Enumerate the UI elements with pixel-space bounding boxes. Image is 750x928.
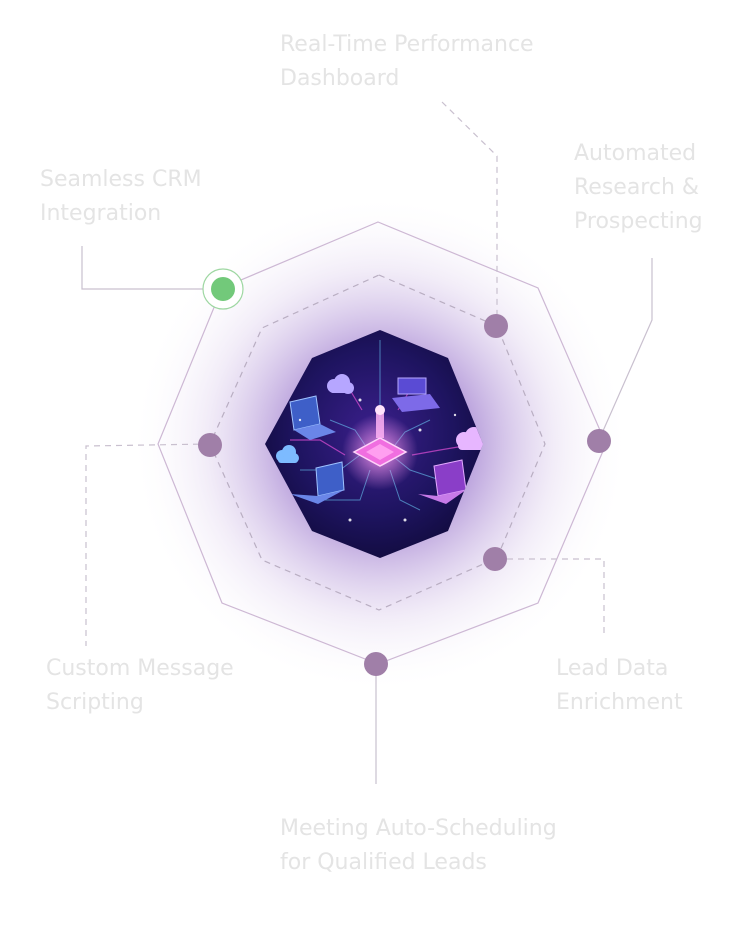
node-perf[interactable] bbox=[484, 314, 508, 338]
connector-script bbox=[85, 443, 211, 646]
connector-enrich bbox=[496, 558, 605, 634]
cloud-icon bbox=[327, 374, 354, 394]
connector-crm bbox=[81, 246, 222, 290]
label-custom-message-scripting: Custom Message Scripting bbox=[46, 656, 234, 715]
node-research[interactable] bbox=[587, 429, 611, 453]
label-automated-research-prospecting: Automated Research & Prospecting bbox=[574, 141, 703, 234]
node-script[interactable] bbox=[198, 433, 222, 457]
connector-perf bbox=[441, 101, 498, 326]
label-seamless-crm-integration: Seamless CRM Integration bbox=[40, 167, 202, 226]
label-lead-data-enrichment: Lead Data Enrichment bbox=[556, 656, 683, 715]
connector-research bbox=[598, 258, 653, 441]
label-meeting-auto-scheduling: Meeting Auto-Scheduling for Qualified Le… bbox=[280, 816, 557, 875]
label-real-time-performance-dashboard: Real-Time Performance Dashboard bbox=[280, 32, 534, 91]
center-illustration bbox=[265, 330, 483, 558]
node-crm-active[interactable] bbox=[202, 268, 244, 310]
laptop-icon bbox=[290, 461, 345, 504]
cloud-icon bbox=[276, 445, 299, 463]
node-meet[interactable] bbox=[364, 652, 388, 676]
node-enrich[interactable] bbox=[483, 547, 507, 571]
laptop-icon bbox=[289, 395, 336, 440]
server-icon bbox=[392, 377, 440, 412]
inner-dashed-octagon bbox=[209, 274, 546, 611]
